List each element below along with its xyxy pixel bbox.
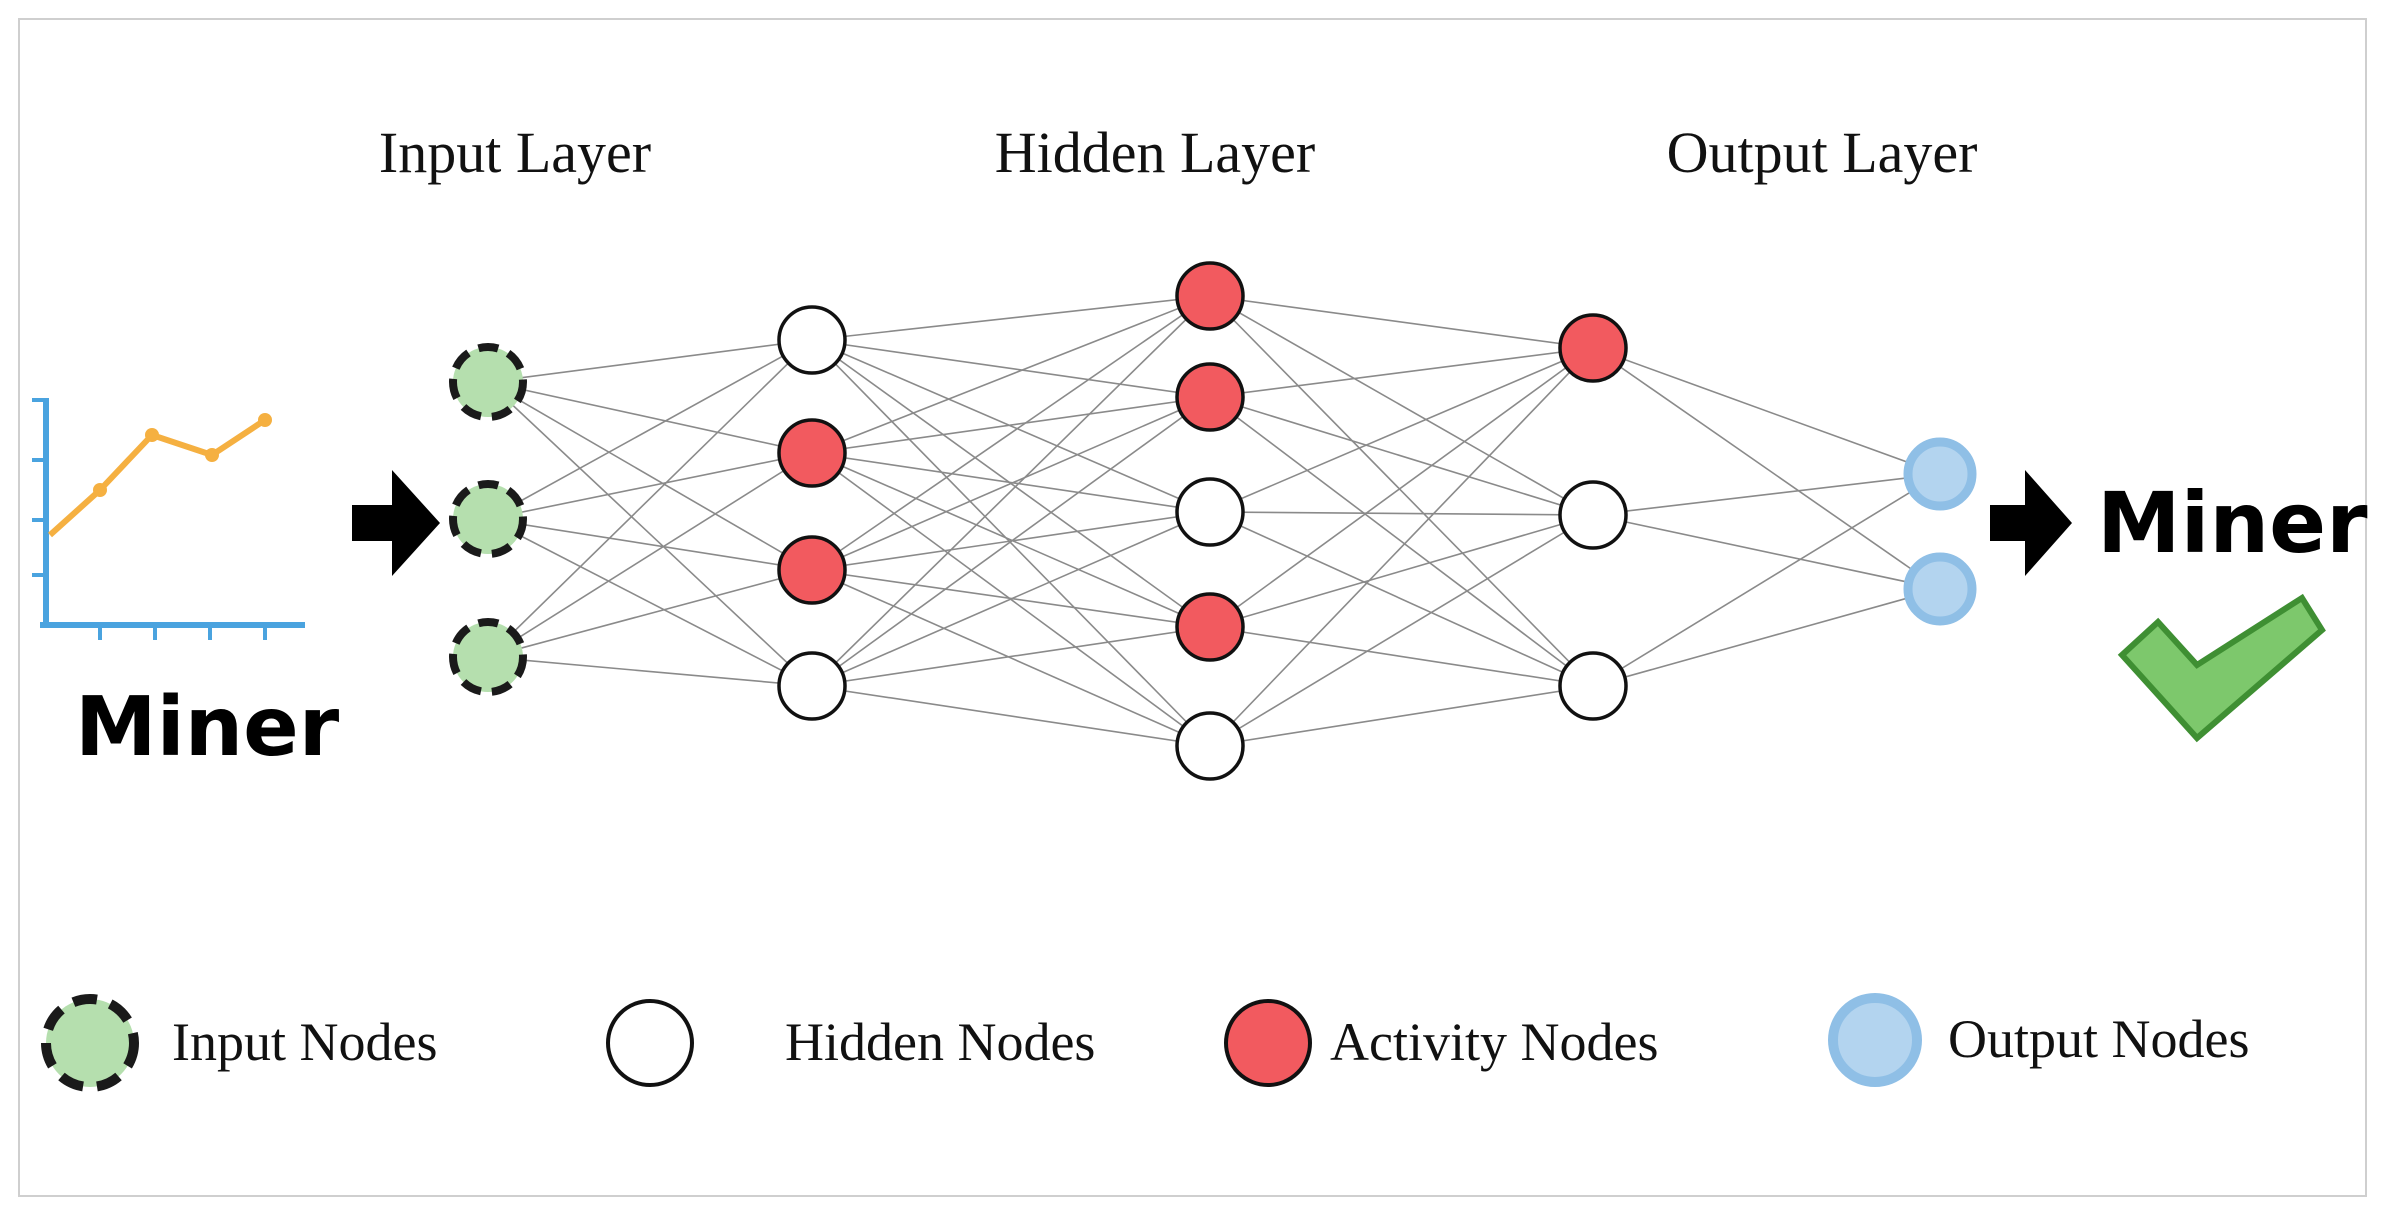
network-edge	[811, 626, 1211, 687]
network-edge	[811, 569, 1211, 747]
network-edge	[811, 295, 1211, 571]
hidden-node	[1558, 480, 1628, 550]
network-edge	[1209, 514, 1594, 747]
miner-output-label: Miner	[2097, 474, 2368, 572]
legend-output-nodes-label: Output Nodes	[1948, 1009, 2249, 1069]
legend: Input Nodes Hidden Nodes Activity Nodes …	[41, 993, 2249, 1092]
hidden-layer-title: Hidden Layer	[995, 120, 1315, 185]
network-edge	[811, 396, 1211, 454]
input-node	[449, 343, 527, 421]
network-edge	[811, 452, 1211, 628]
output-node	[1903, 437, 1977, 511]
activity-node	[1558, 313, 1628, 383]
network-nodes	[449, 261, 1977, 781]
legend-activity-node-swatch	[1224, 999, 1312, 1087]
arrow-right-icon	[352, 470, 440, 576]
legend-hidden-nodes-label: Hidden Nodes	[785, 1012, 1095, 1072]
hidden-node	[1558, 651, 1628, 721]
legend-output-node-swatch	[1828, 993, 1922, 1087]
network-edge	[1592, 473, 1941, 687]
checkmark-icon	[2117, 593, 2326, 743]
network-edge	[487, 569, 813, 658]
legend-input-nodes-label: Input Nodes	[172, 1012, 437, 1072]
arrow-right-icon	[1990, 470, 2072, 576]
network-edge	[1209, 347, 1594, 628]
network-edge	[487, 452, 813, 520]
network-edge	[487, 518, 813, 687]
hidden-node	[1175, 477, 1245, 547]
network-edge	[811, 295, 1211, 341]
activity-node	[777, 418, 847, 488]
network-edge	[1209, 295, 1594, 687]
network-edge	[811, 295, 1211, 454]
hidden-node	[1175, 711, 1245, 781]
network-edge	[1209, 347, 1594, 513]
legend-input-node-swatch	[41, 994, 139, 1092]
network-edge	[487, 339, 813, 658]
network-edge	[487, 381, 813, 687]
miner-input-label: Miner	[75, 680, 340, 775]
legend-activity-nodes-label: Activity Nodes	[1330, 1012, 1658, 1072]
network-edge	[1592, 473, 1941, 516]
network-edge	[1592, 347, 1941, 590]
network-edge	[1209, 396, 1594, 516]
network-edge	[487, 518, 813, 571]
network-edge	[1209, 514, 1594, 628]
network-edge	[1592, 588, 1941, 687]
input-node	[449, 480, 527, 558]
network-edge	[1592, 347, 1941, 475]
output-node	[1903, 552, 1977, 626]
network-edge	[1209, 347, 1594, 398]
input-node	[449, 618, 527, 696]
hidden-node	[777, 651, 847, 721]
input-layer-title: Input Layer	[379, 120, 651, 185]
network-edge	[1209, 295, 1594, 349]
mini-line-chart-icon	[32, 398, 305, 640]
network-edge	[811, 339, 1211, 747]
network-edge	[487, 381, 813, 454]
network-edge	[487, 381, 813, 571]
network-edge	[1209, 511, 1594, 687]
network-edge	[1209, 295, 1594, 516]
diagram-frame	[18, 18, 2367, 1197]
network-edge	[1592, 514, 1941, 590]
network-edges	[487, 295, 1941, 747]
activity-node	[1175, 592, 1245, 662]
network-edge	[487, 339, 813, 383]
network-edge	[1209, 685, 1594, 747]
network-edge	[811, 396, 1211, 571]
network-edge	[811, 339, 1211, 513]
network-edge	[811, 339, 1211, 398]
network-edge	[1209, 511, 1594, 516]
network-edge	[487, 656, 813, 687]
network-edge	[1209, 347, 1594, 747]
activity-node	[1175, 261, 1245, 331]
network-edge	[487, 339, 813, 520]
network-edge	[811, 396, 1211, 687]
network-edge	[811, 511, 1211, 687]
network-edge	[811, 295, 1211, 687]
hidden-node	[777, 305, 847, 375]
network-edge	[487, 452, 813, 658]
legend-hidden-node-swatch	[606, 999, 694, 1087]
network-edge	[811, 452, 1211, 513]
network-edge	[1209, 396, 1594, 687]
network-edge	[811, 685, 1211, 747]
activity-node	[1175, 362, 1245, 432]
network-edge	[1209, 626, 1594, 687]
activity-node	[777, 535, 847, 605]
output-layer-title: Output Layer	[1667, 120, 1978, 185]
